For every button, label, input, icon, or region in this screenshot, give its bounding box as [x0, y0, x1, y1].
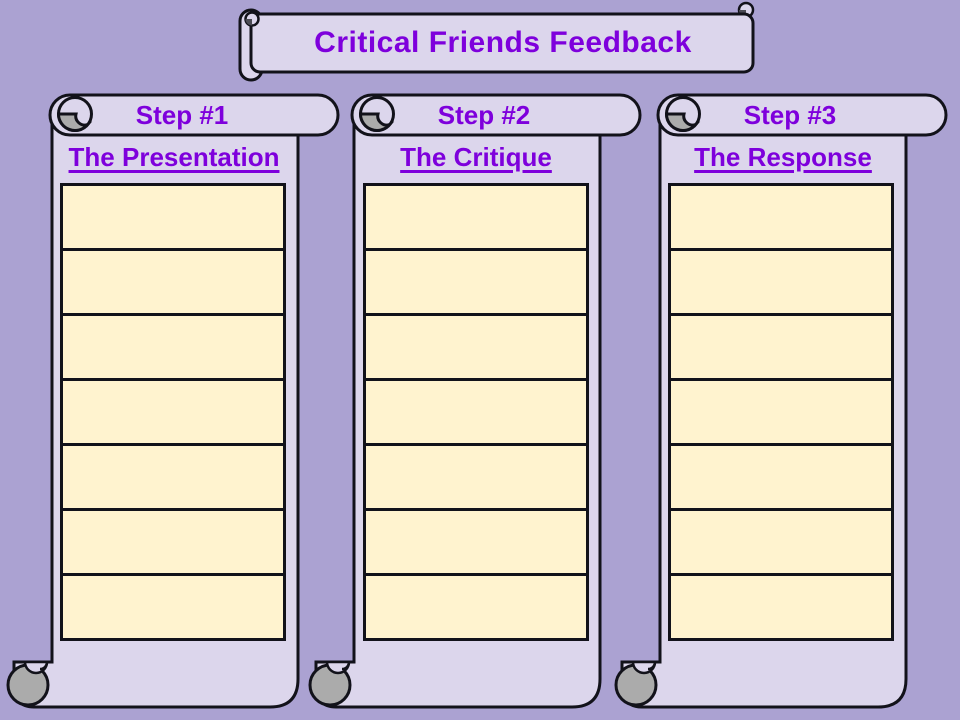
- feedback-box[interactable]: [671, 316, 891, 378]
- panel-3-feedback-boxes: [668, 183, 894, 641]
- step-1-label: Step #1: [135, 100, 229, 130]
- banner-left-curl-notch-icon: [245, 19, 252, 26]
- feedback-box[interactable]: [366, 251, 586, 313]
- feedback-box[interactable]: [671, 446, 891, 508]
- feedback-box[interactable]: [366, 186, 586, 248]
- feedback-box[interactable]: [63, 576, 283, 638]
- panel-2-feedback-boxes: [363, 183, 589, 641]
- step-3-label: Step #3: [743, 100, 837, 130]
- feedback-box[interactable]: [671, 511, 891, 573]
- feedback-box[interactable]: [63, 511, 283, 573]
- feedback-box[interactable]: [366, 446, 586, 508]
- feedback-box[interactable]: [671, 576, 891, 638]
- feedback-box[interactable]: [63, 446, 283, 508]
- panel-1-feedback-boxes: [60, 183, 286, 641]
- feedback-box[interactable]: [63, 186, 283, 248]
- step-2-label: Step #2: [437, 100, 531, 130]
- feedback-box[interactable]: [63, 251, 283, 313]
- feedback-box[interactable]: [63, 381, 283, 443]
- banner-body-shape: [249, 12, 755, 74]
- feedback-box[interactable]: [366, 381, 586, 443]
- feedback-box[interactable]: [63, 316, 283, 378]
- feedback-box[interactable]: [671, 186, 891, 248]
- title-scroll-shape: [238, 1, 755, 82]
- feedback-box[interactable]: [671, 381, 891, 443]
- panel-3-subtitle: The Response: [694, 142, 872, 172]
- feedback-box[interactable]: [366, 576, 586, 638]
- feedback-box[interactable]: [671, 251, 891, 313]
- panel-2-subtitle: The Critique: [400, 142, 552, 172]
- panel-1-subtitle: The Presentation: [68, 142, 280, 172]
- feedback-box[interactable]: [366, 316, 586, 378]
- page-title: Critical Friends Feedback: [314, 26, 692, 59]
- feedback-box[interactable]: [366, 511, 586, 573]
